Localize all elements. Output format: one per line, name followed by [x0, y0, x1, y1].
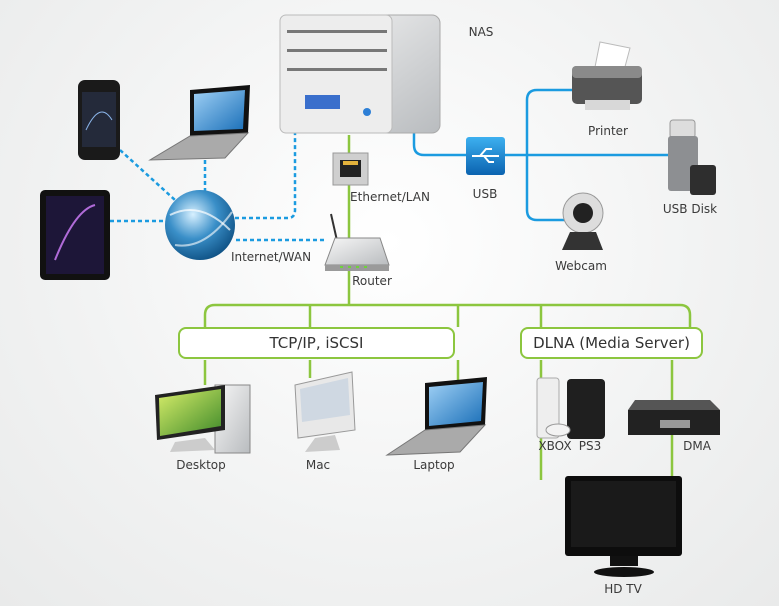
hdtv-icon	[565, 476, 682, 577]
mac-icon	[294, 371, 356, 452]
nas-device	[279, 14, 441, 134]
label-router: Router	[352, 274, 392, 288]
label-dma: DMA	[683, 439, 711, 453]
label-usb: USB	[472, 187, 498, 201]
usb-icon	[466, 137, 505, 175]
label-mac: Mac	[305, 458, 331, 472]
label-xbox: XBOX	[538, 439, 572, 453]
dma-player-icon	[628, 400, 720, 435]
label-printer: Printer	[588, 124, 628, 138]
label-ps3: PS3	[578, 439, 602, 453]
router-icon	[324, 213, 390, 271]
label-hdtv: HD TV	[604, 582, 642, 596]
label-nas: NAS	[468, 25, 494, 39]
label-usb-disk: USB Disk	[662, 202, 718, 216]
internet-globe-icon	[165, 190, 235, 260]
group-dlna: DLNA (Media Server)	[520, 327, 703, 359]
wan-dashed-lines	[110, 130, 326, 242]
label-desktop: Desktop	[176, 458, 226, 472]
printer-icon	[572, 41, 642, 110]
tablet-icon	[40, 190, 110, 280]
webcam-icon	[562, 192, 604, 250]
smartphone-icon	[78, 80, 120, 160]
usb-lines	[412, 88, 680, 222]
label-internet: Internet/WAN	[230, 250, 312, 264]
label-laptop: Laptop	[413, 458, 455, 472]
game-consoles-icon	[536, 377, 605, 439]
desktop-icon	[155, 384, 251, 454]
label-ethernet: Ethernet/LAN	[350, 190, 430, 204]
group-tcp-iscsi: TCP/IP, iSCSI	[178, 327, 455, 359]
usb-disk-icon	[668, 119, 716, 195]
laptop-icon	[385, 377, 487, 456]
ethernet-port-icon	[332, 152, 369, 186]
label-webcam: Webcam	[555, 259, 607, 273]
laptop-icon	[148, 85, 250, 161]
